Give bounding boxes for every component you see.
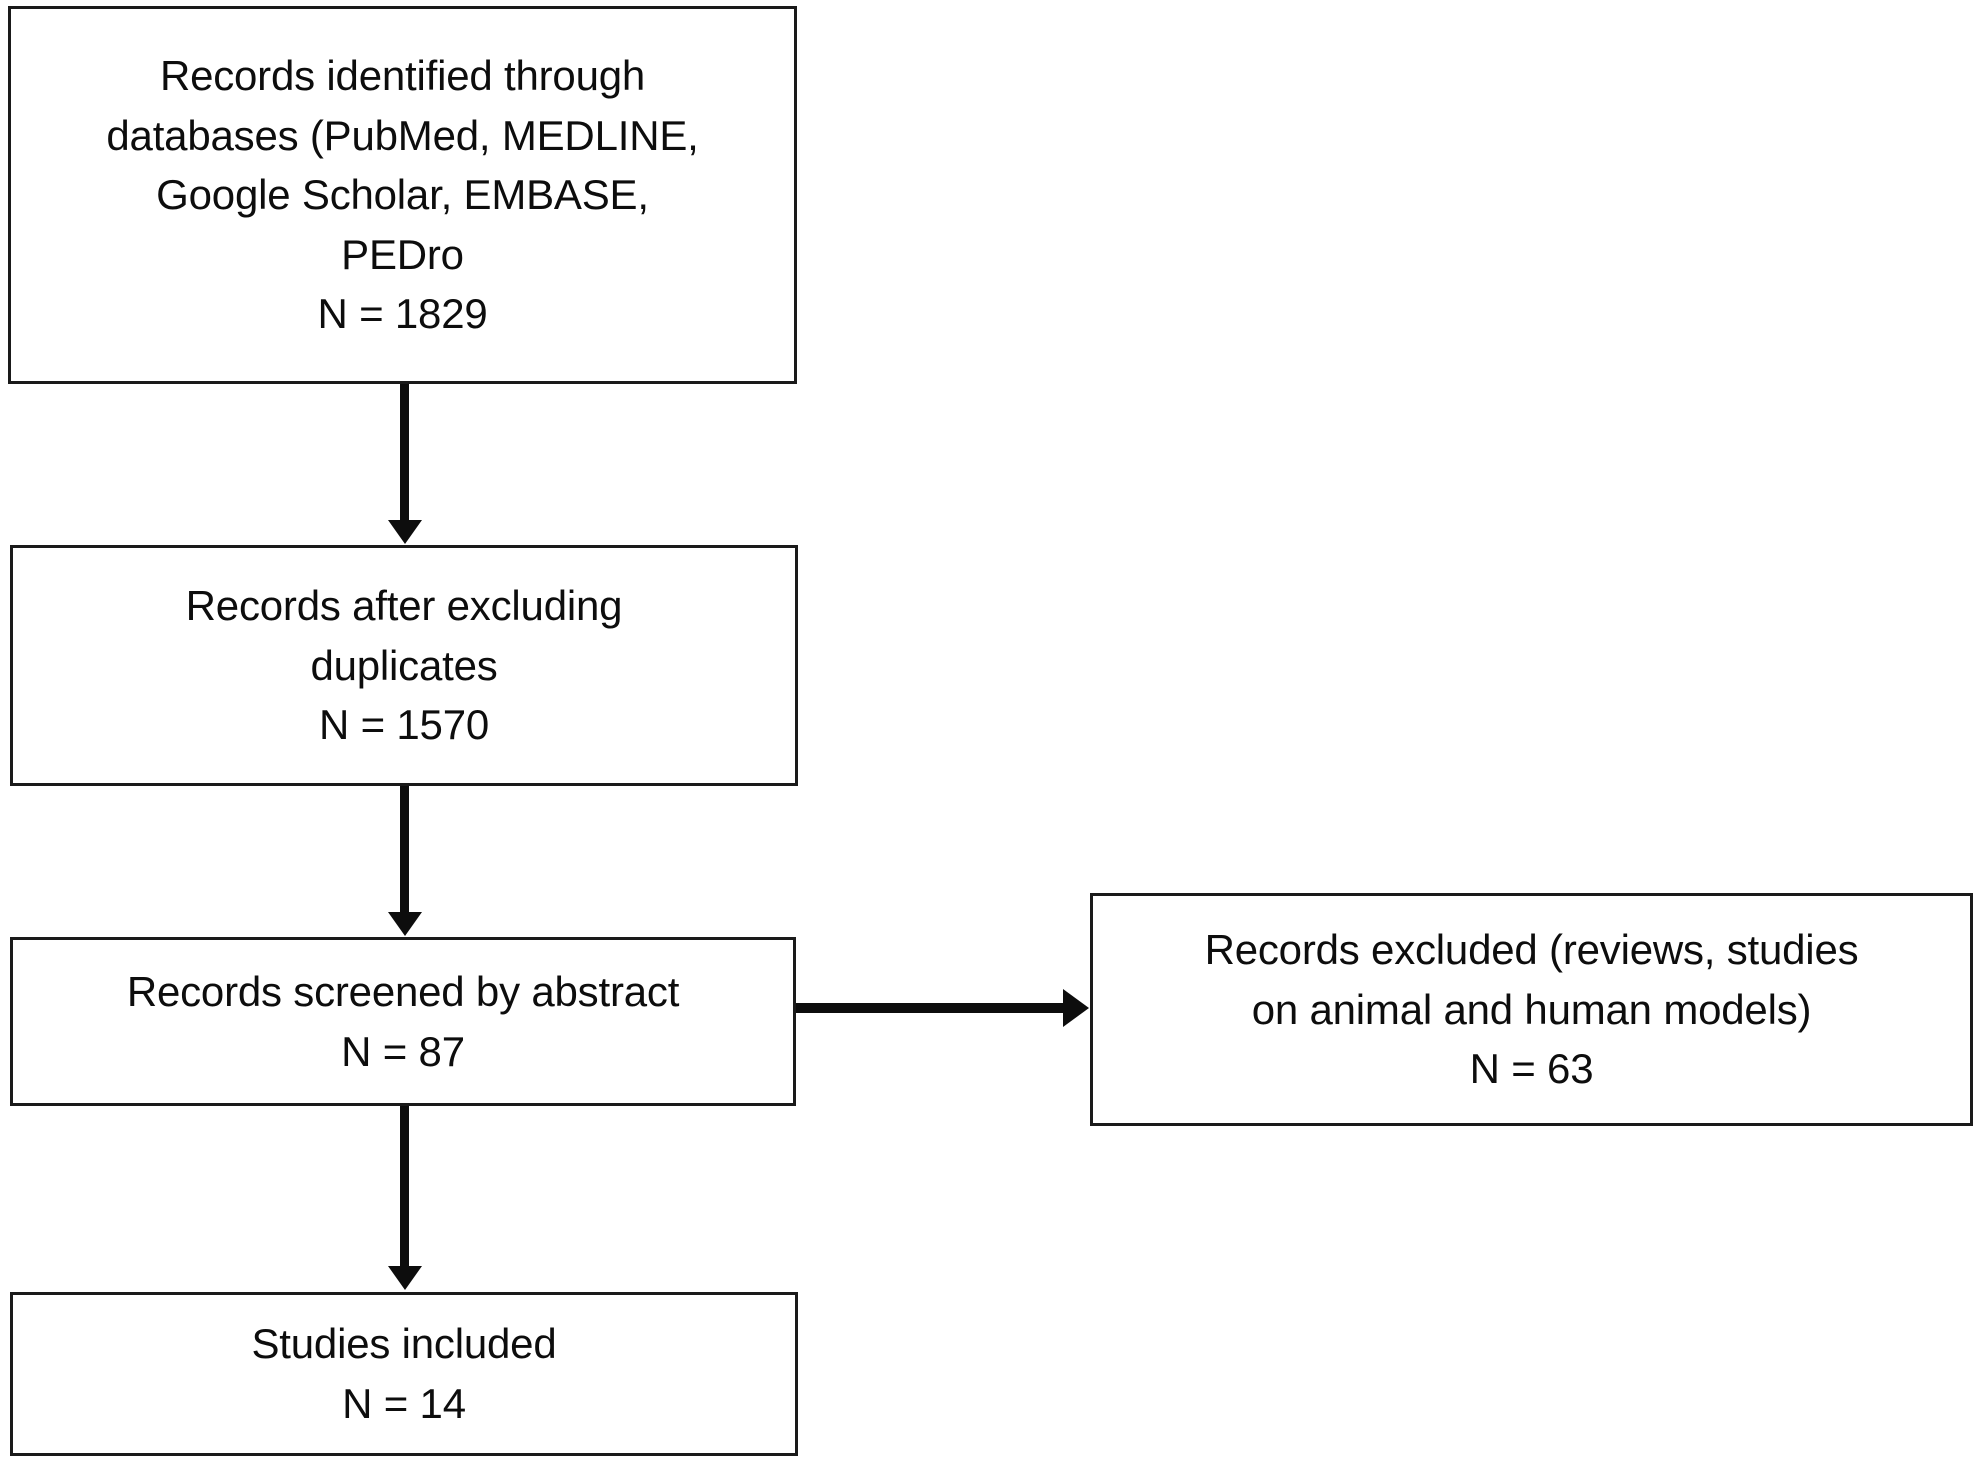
node-records-identified-line-1: Records identified through bbox=[159, 51, 646, 99]
node-records-after-duplicates-line-2: duplicates bbox=[310, 641, 498, 689]
node-records-screened-line-1: Records screened by abstract bbox=[126, 967, 680, 1015]
node-records-identified-line-2: databases (PubMed, MEDLINE, bbox=[106, 111, 699, 159]
node-studies-included-line-1: Studies included bbox=[251, 1320, 557, 1368]
node-records-excluded-line-2: on animal and human models) bbox=[1251, 985, 1812, 1033]
node-records-screened-count: N = 87 bbox=[341, 1027, 465, 1075]
node-records-after-duplicates-count: N = 1570 bbox=[318, 701, 490, 749]
node-records-after-duplicates: Records after excluding duplicates N = 1… bbox=[10, 545, 798, 786]
arrow-screened-to-excluded bbox=[796, 1003, 1064, 1013]
node-records-identified-count: N = 1829 bbox=[317, 290, 488, 338]
node-studies-included-count: N = 14 bbox=[342, 1380, 466, 1427]
arrow-identified-to-duplicates bbox=[400, 384, 409, 522]
node-records-after-duplicates-line-1: Records after excluding bbox=[185, 582, 623, 630]
node-records-excluded: Records excluded (reviews, studies on an… bbox=[1090, 893, 1973, 1126]
arrow-screened-to-included bbox=[400, 1106, 409, 1268]
node-records-screened: Records screened by abstract N = 87 bbox=[10, 937, 796, 1106]
arrow-duplicates-to-screened bbox=[400, 786, 409, 914]
node-records-identified: Records identified through databases (Pu… bbox=[8, 6, 797, 384]
node-studies-included: Studies included N = 14 bbox=[10, 1292, 798, 1456]
node-records-identified-line-3: Google Scholar, EMBASE, bbox=[156, 171, 649, 219]
node-records-excluded-line-1: Records excluded (reviews, studies bbox=[1204, 926, 1859, 974]
node-records-identified-line-4: PEDro bbox=[341, 230, 464, 278]
node-records-excluded-count: N = 63 bbox=[1469, 1045, 1594, 1093]
